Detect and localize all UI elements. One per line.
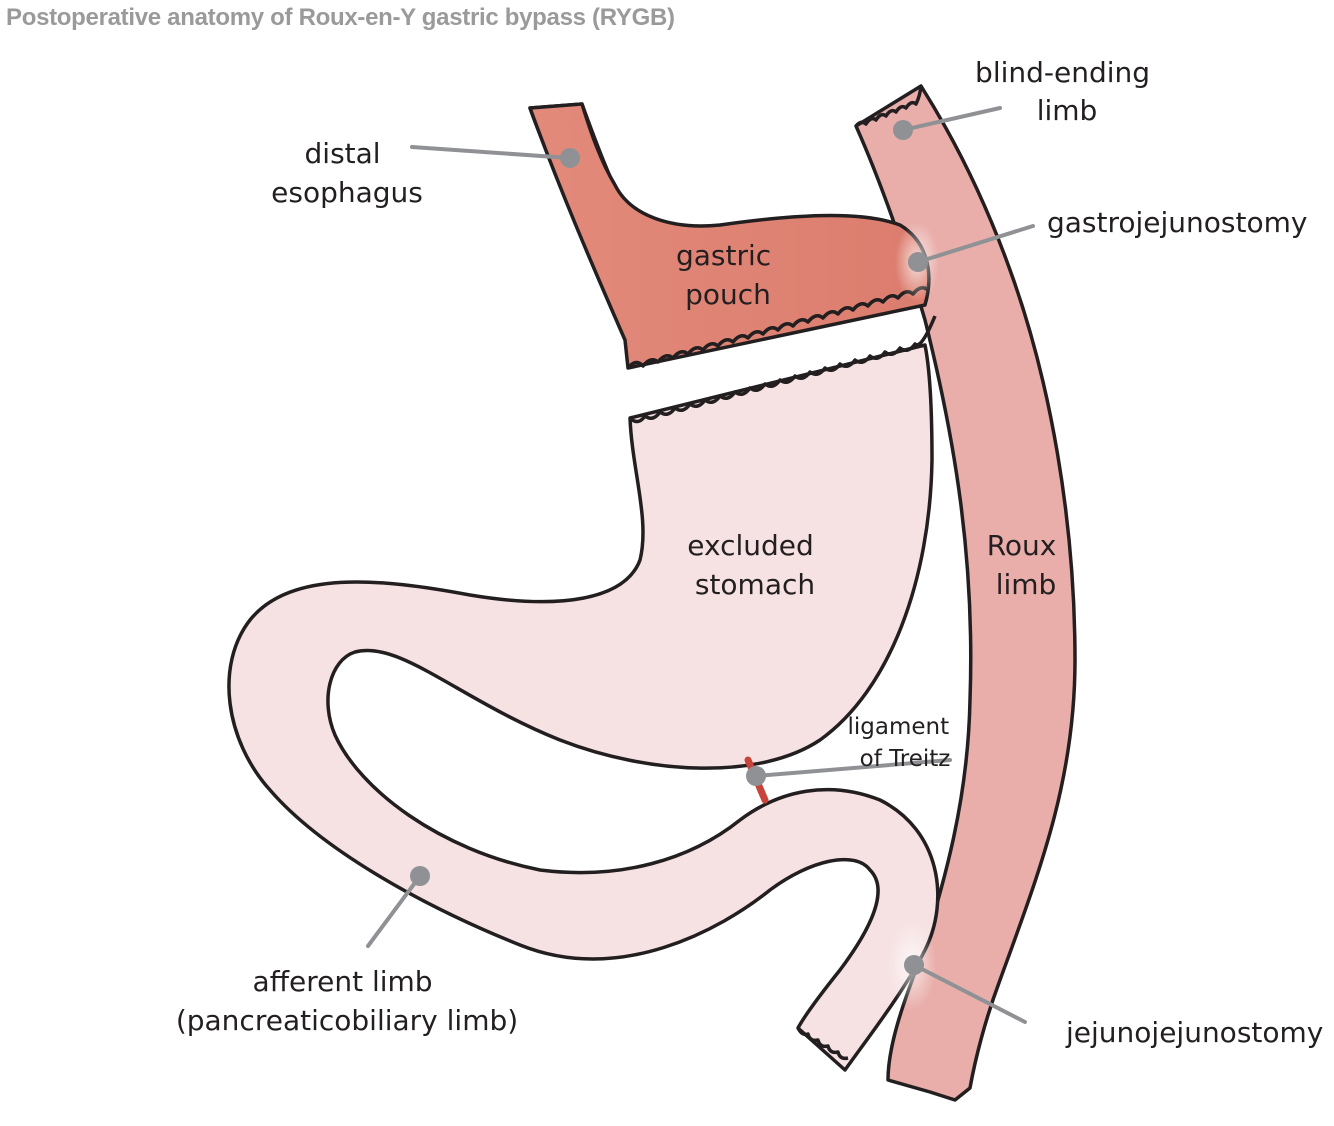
gastric-pouch bbox=[528, 102, 931, 370]
excluded-stomach-staple-line bbox=[628, 315, 937, 424]
label-ligament-of-treitz: ligament of Treitz bbox=[848, 714, 957, 772]
label-gastric-pouch: gastric pouch bbox=[676, 239, 780, 311]
gastric-pouch-staple-line bbox=[626, 286, 930, 370]
label-roux-limb: Roux limb bbox=[987, 529, 1066, 601]
leader-lines bbox=[366, 106, 1035, 1024]
label-distal-esophagus: distal esophagus bbox=[271, 137, 423, 209]
roux-limb bbox=[854, 84, 1077, 1102]
label-excluded-stomach: excluded stomach bbox=[687, 529, 822, 601]
label-afferent-limb: afferent limb (pancreaticobiliary limb) bbox=[176, 965, 518, 1037]
excluded-stomach bbox=[227, 343, 940, 1072]
label-jejunojejunostomy: jejunojejunostomy bbox=[1065, 1016, 1323, 1049]
label-gastrojejunostomy: gastrojejunostomy bbox=[1047, 206, 1307, 239]
page-title: Postoperative anatomy of Roux-en-Y gastr… bbox=[6, 4, 675, 31]
afferent-limb-cut-edge bbox=[796, 1027, 849, 1061]
roux-limb-staple-line bbox=[854, 85, 923, 128]
label-blind-ending-limb: blind-ending limb bbox=[975, 56, 1159, 127]
